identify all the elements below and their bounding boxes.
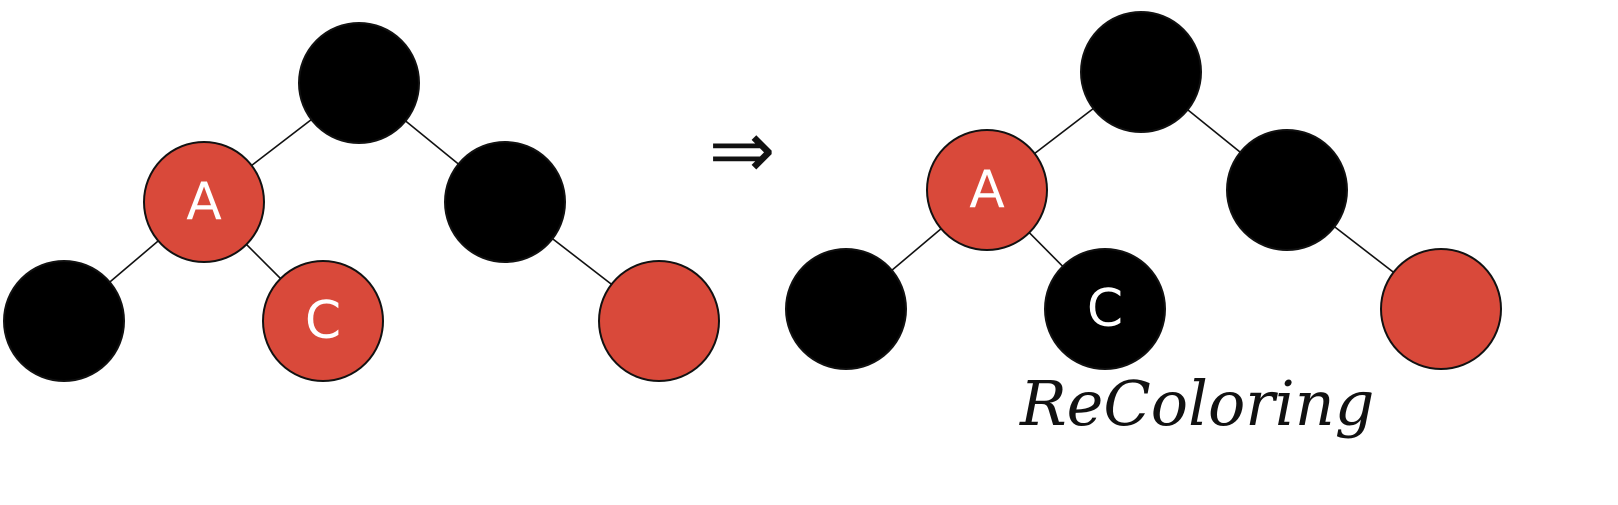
- node-root-black: [298, 22, 420, 144]
- node-right-black: [444, 141, 566, 263]
- node-right-right-red: [598, 260, 720, 382]
- node-right-right-red: [1380, 248, 1502, 370]
- transition-arrow-icon: ⇒: [708, 104, 775, 197]
- recoloring-caption: ReColoring: [1019, 367, 1374, 440]
- node-a-left-black: [785, 248, 907, 370]
- node-label-a: A: [186, 172, 222, 232]
- tree-after: AC: [785, 11, 1502, 370]
- node-a-red: [926, 129, 1048, 251]
- node-root-black: [1080, 11, 1202, 133]
- node-label-c: C: [1087, 279, 1123, 339]
- node-a-red: [143, 141, 265, 263]
- node-c-red: [262, 260, 384, 382]
- node-right-black: [1226, 129, 1348, 251]
- node-a-left-black: [3, 260, 125, 382]
- node-label-a: A: [969, 160, 1005, 220]
- node-c-black: [1044, 248, 1166, 370]
- node-label-c: C: [305, 291, 341, 351]
- tree-before: AC: [3, 22, 720, 382]
